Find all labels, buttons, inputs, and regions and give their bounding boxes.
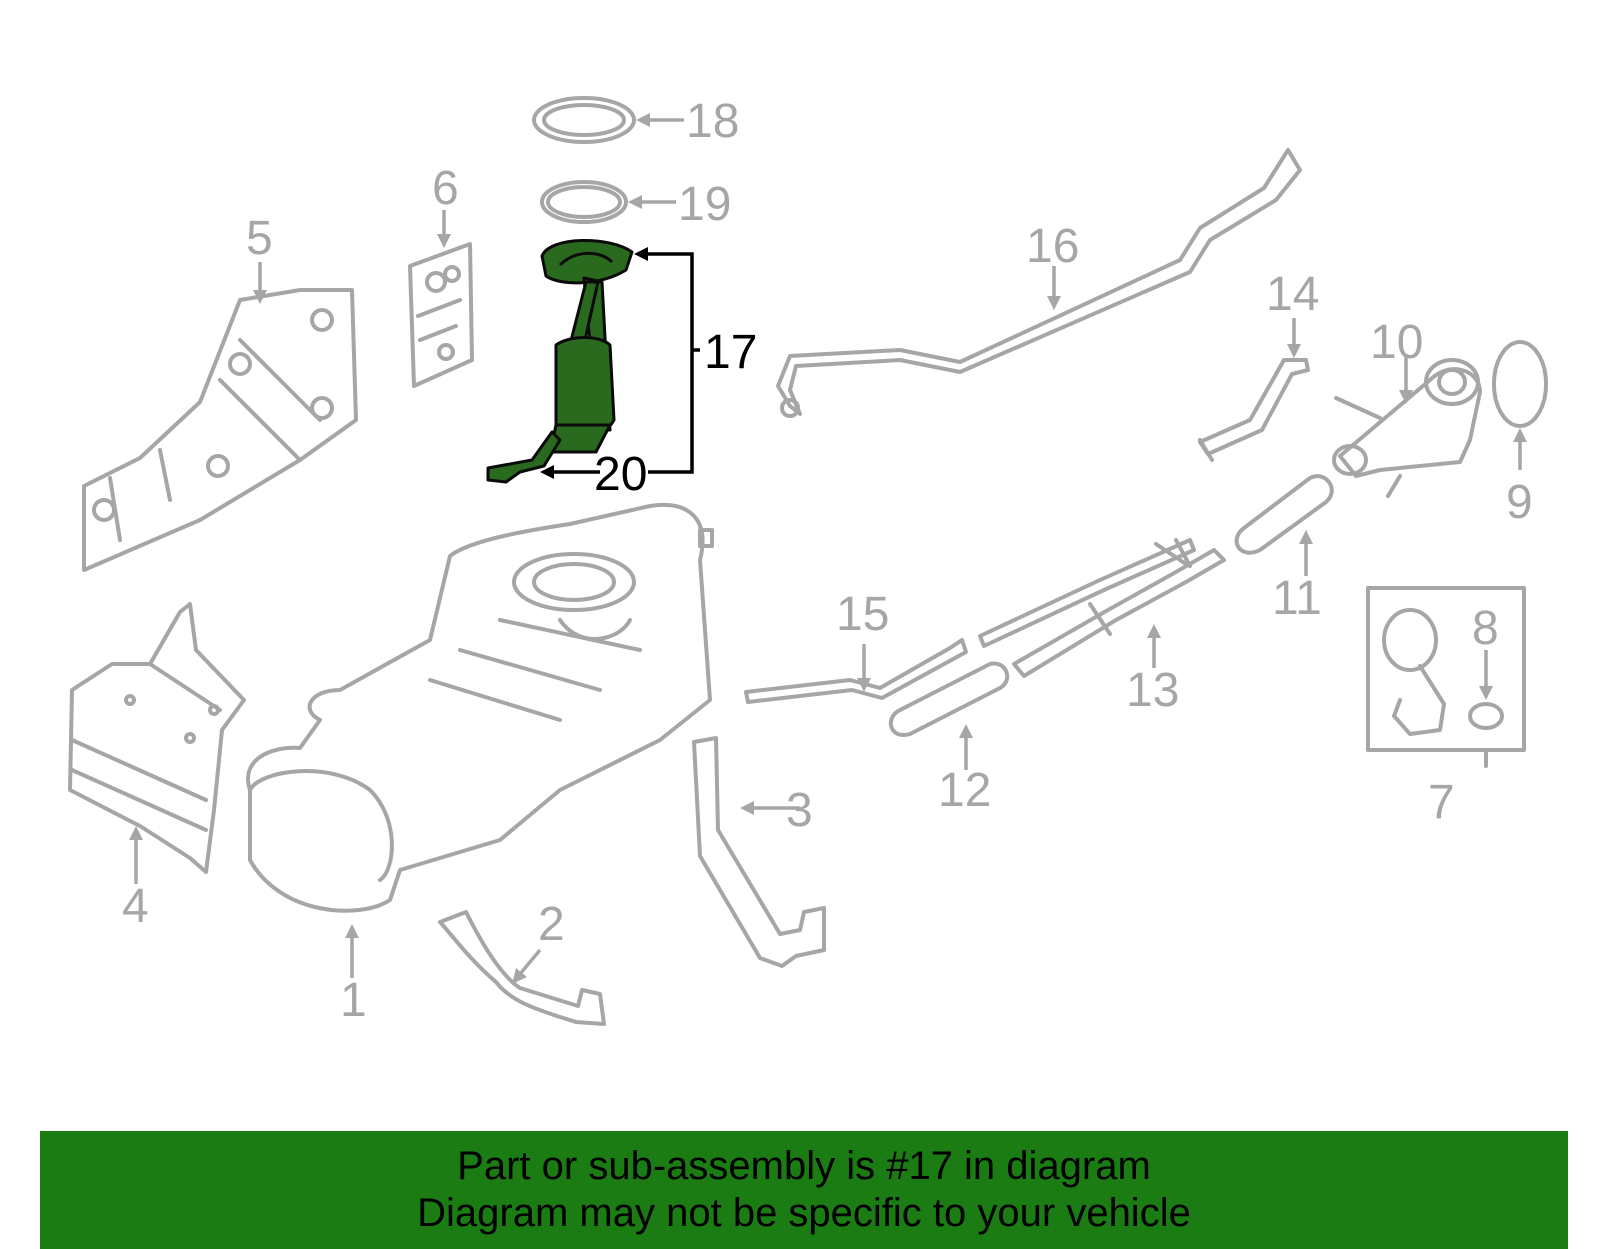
part-12-hose (888, 661, 1010, 737)
leader-lines-17-20 (540, 247, 700, 479)
callout-15: 15 (836, 588, 889, 641)
part-10-filler-neck (1332, 358, 1482, 498)
part-16-tube (776, 148, 1302, 418)
part-17-fuel-pump-module (486, 238, 634, 484)
part-7-cap-assembly (1366, 586, 1526, 768)
callout-5: 5 (246, 212, 273, 265)
part-5-heat-shield (82, 288, 358, 572)
part-6-bracket (408, 242, 474, 388)
parts-diagram: 18 19 6 5 17 20 16 14 10 9 11 8 7 13 15 … (68, 95, 1548, 1027)
callout-8: 8 (1472, 602, 1499, 655)
part-19-gasket (540, 180, 628, 224)
callout-13: 13 (1126, 664, 1179, 717)
banner-line-2: Diagram may not be specific to your vehi… (417, 1191, 1191, 1235)
banner-line-1: Part or sub-assembly is #17 in diagram (457, 1144, 1151, 1188)
callout-10: 10 (1370, 316, 1423, 369)
info-banner: Part or sub-assembly is #17 in diagram D… (40, 1131, 1568, 1249)
part-14-tube (1198, 358, 1310, 462)
callout-2: 2 (538, 898, 565, 951)
callout-4: 4 (122, 880, 149, 933)
callout-16: 16 (1026, 220, 1079, 273)
callout-18: 18 (686, 95, 739, 148)
callout-6: 6 (432, 162, 459, 215)
callout-17: 17 (704, 326, 757, 379)
part-2-strap (438, 910, 606, 1026)
part-11-hose (1234, 474, 1334, 555)
part-8-tether (1468, 702, 1504, 730)
part-4-shield (68, 602, 246, 874)
callout-7: 7 (1428, 776, 1455, 829)
leader-lines (129, 113, 1527, 984)
callout-9: 9 (1506, 476, 1533, 529)
part-9-gasket (1492, 340, 1548, 428)
part-18-lock-ring (532, 96, 636, 144)
callout-20: 20 (594, 448, 647, 501)
part-3-strap (692, 736, 826, 968)
callout-19: 19 (678, 178, 731, 231)
callout-12: 12 (938, 764, 991, 817)
callout-11: 11 (1272, 572, 1322, 625)
callout-14: 14 (1266, 268, 1319, 321)
callout-3: 3 (786, 784, 813, 837)
callout-1: 1 (340, 974, 367, 1027)
part-13-tubes (978, 538, 1226, 678)
part-1-fuel-tank (246, 503, 714, 913)
